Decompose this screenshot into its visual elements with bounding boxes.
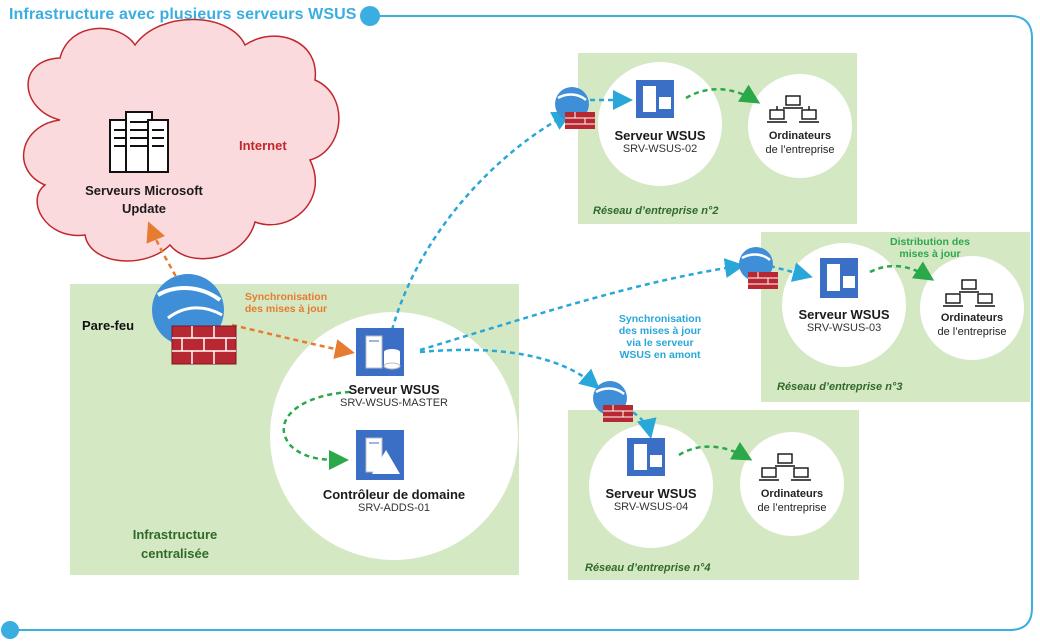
computers-03-icon	[943, 279, 995, 307]
wsus04-label: Serveur WSUS SRV-WSUS-04	[605, 486, 697, 513]
computers-04-label: Ordinateurs de l’entreprise	[757, 488, 827, 514]
diagram-title: Infrastructure avec plusieurs serveurs W…	[9, 6, 357, 23]
distrib-arrow-03	[869, 261, 935, 281]
wsus04-circle	[589, 424, 713, 548]
pcs03-circle	[920, 256, 1024, 360]
distribution-note: Distribution des mises à jour	[890, 236, 970, 260]
wsus03-server-icon	[820, 258, 858, 298]
distrib-arrow-02	[685, 84, 761, 104]
orange-arrow-right	[231, 323, 355, 359]
computers-04-icon	[759, 453, 811, 481]
frame-border	[1, 6, 1033, 639]
pcs04-circle	[740, 432, 844, 536]
wsus03-label: Serveur WSUS SRV-WSUS-03	[798, 307, 890, 334]
firewall-03-icon	[739, 247, 778, 289]
domain-controller-icon	[356, 430, 404, 480]
sync-arrow-04	[419, 348, 600, 390]
computers-02-label: Ordinateurs de l’entreprise	[765, 130, 835, 156]
wsus04-server-icon	[627, 438, 665, 476]
sync-internet-note: Synchronisation des mises à jour	[244, 291, 328, 315]
wsus02-server-icon	[636, 80, 674, 118]
wsus03-circle	[782, 243, 906, 367]
computers-03-label: Ordinateurs de l’entreprise	[937, 312, 1007, 338]
internet-label: Internet	[239, 138, 287, 153]
sync-arrow-03	[419, 258, 745, 352]
orange-arrow-up	[146, 221, 182, 285]
computers-02-icon	[767, 95, 819, 123]
wsus02-label: Serveur WSUS SRV-WSUS-02	[614, 128, 706, 155]
sync-arrow-03b	[769, 262, 813, 282]
internet-cloud	[22, 18, 340, 262]
sync-arrow-02	[390, 111, 573, 331]
central-zone-label: Infrastructure centralisée	[132, 527, 218, 561]
main-firewall-icon	[152, 274, 237, 365]
network-2-label: Réseau d’entreprise n°2	[593, 205, 719, 217]
distrib-arrow-04	[678, 441, 753, 461]
firewall-label: Pare-feu	[82, 318, 135, 333]
upstream-sync-note: Synchronisation des mises à jour via le …	[618, 313, 702, 361]
network-4-label: Réseau d’entreprise n°4	[585, 562, 711, 574]
microsoft-servers-icon	[109, 111, 169, 173]
pcs02-circle	[748, 74, 852, 178]
distrib-arrow-dc	[282, 390, 351, 470]
microsoft-update-label: Serveurs Microsoft Update	[85, 183, 203, 216]
domain-controller-label: Contrôleur de domaine SRV-ADDS-01	[322, 487, 466, 514]
wsus-master-label: Serveur WSUS SRV-WSUS-MASTER	[340, 382, 448, 409]
wsus-master-server-icon	[356, 328, 404, 376]
network-3-label: Réseau d’entreprise n°3	[777, 381, 903, 393]
firewall-04-icon	[593, 381, 633, 422]
firewall-02-icon	[555, 87, 595, 129]
